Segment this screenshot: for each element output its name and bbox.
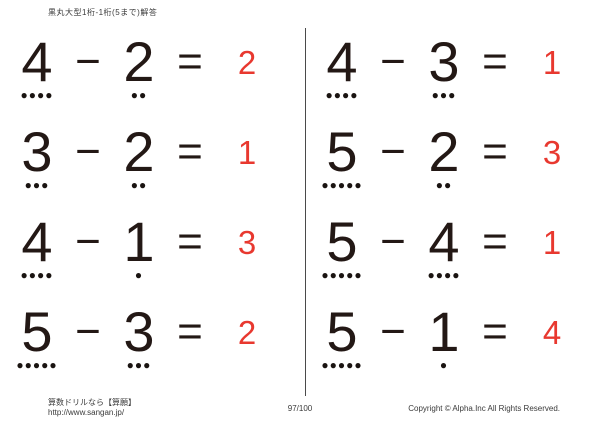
- subtrahend: 2 ●●: [421, 120, 467, 192]
- subtrahend: 3 ●●●: [421, 30, 467, 102]
- left-column: 4 ●●●● − 2 ●● = 2 3 ●●● − 2 ●● = 1: [0, 30, 300, 396]
- minuend: 5 ●●●●●: [319, 120, 365, 192]
- equals-sign: =: [177, 217, 203, 266]
- subtrahend-dots: ●●: [130, 88, 148, 102]
- footer-site-url: http://www.sangan.jp/: [48, 408, 125, 417]
- subtrahend-number: 3: [123, 300, 155, 363]
- minus-sign: −: [380, 37, 406, 86]
- subtrahend-number: 2: [123, 120, 155, 183]
- problem-row: 3 ●●● − 2 ●● = 1: [14, 120, 300, 216]
- answer-value: 3: [542, 134, 562, 171]
- minuend: 3 ●●●: [14, 120, 60, 192]
- minus-sign: −: [380, 307, 406, 356]
- subtrahend-number: 1: [123, 210, 155, 273]
- minus-sign: −: [75, 37, 101, 86]
- subtrahend-dots: ●●: [130, 178, 148, 192]
- minus-sign: −: [75, 217, 101, 266]
- subtrahend: 2 ●●: [116, 120, 162, 192]
- subtrahend-number: 3: [428, 30, 460, 93]
- minus-sign: −: [75, 307, 101, 356]
- answer-value: 2: [237, 44, 257, 81]
- subtrahend-dots: ●●●: [126, 358, 152, 372]
- minuend-dots: ●●●●: [20, 88, 54, 102]
- answer-value: 3: [237, 224, 257, 261]
- problem-row: 5 ●●●●● − 3 ●●● = 2: [14, 300, 300, 396]
- minuend-number: 4: [326, 30, 358, 93]
- problem-row: 4 ●●●● − 2 ●● = 2: [14, 30, 300, 126]
- subtrahend: 1 ●: [421, 300, 467, 372]
- subtrahend: 1 ●: [116, 210, 162, 282]
- minuend-dots: ●●●●●: [321, 268, 363, 282]
- minuend: 4 ●●●●: [14, 30, 60, 102]
- problem-row: 4 ●●●● − 3 ●●● = 1: [319, 30, 600, 126]
- minuend-dots: ●●●●●: [16, 358, 58, 372]
- minuend-dots: ●●●●: [20, 268, 54, 282]
- minuend-number: 5: [326, 120, 358, 183]
- minuend: 5 ●●●●●: [319, 300, 365, 372]
- minuend-number: 4: [21, 210, 53, 273]
- equals-sign: =: [482, 37, 508, 86]
- subtrahend-number: 4: [428, 210, 460, 273]
- subtrahend-number: 2: [123, 30, 155, 93]
- minuend: 4 ●●●●: [14, 210, 60, 282]
- subtrahend-dots: ●●: [435, 178, 453, 192]
- problem-row: 5 ●●●●● − 1 ● = 4: [319, 300, 600, 396]
- right-column: 4 ●●●● − 3 ●●● = 1 5 ●●●●● − 2 ●● = 3: [300, 30, 600, 396]
- minuend-dots: ●●●●●: [321, 358, 363, 372]
- answer-value: 1: [237, 134, 257, 171]
- page-number: 97/100: [287, 404, 313, 413]
- subtrahend: 4 ●●●●: [421, 210, 467, 282]
- subtrahend-number: 1: [428, 300, 460, 363]
- subtrahend-dots: ●●●●: [427, 268, 461, 282]
- minuend-dots: ●●●: [24, 178, 50, 192]
- footer-site-info: 算数ドリルなら【算願】 http://www.sangan.jp/: [48, 398, 136, 418]
- minus-sign: −: [380, 217, 406, 266]
- equals-sign: =: [177, 307, 203, 356]
- minuend-number: 5: [326, 210, 358, 273]
- subtrahend-dots: ●●●: [431, 88, 457, 102]
- problem-row: 5 ●●●●● − 2 ●● = 3: [319, 120, 600, 216]
- equals-sign: =: [177, 37, 203, 86]
- page-title: 黒丸大型1桁-1桁(5まで)解答: [48, 8, 158, 17]
- subtrahend-number: 2: [428, 120, 460, 183]
- footer-site-name: 算数ドリルなら【算願】: [48, 398, 136, 407]
- subtrahend-dots: ●: [134, 268, 144, 282]
- problems-area: 4 ●●●● − 2 ●● = 2 3 ●●● − 2 ●● = 1: [0, 30, 600, 396]
- minuend-dots: ●●●●: [325, 88, 359, 102]
- minuend-number: 5: [21, 300, 53, 363]
- equals-sign: =: [177, 127, 203, 176]
- minus-sign: −: [380, 127, 406, 176]
- copyright-notice: Copyright © Alpha.Inc All Rights Reserve…: [408, 404, 560, 413]
- page-footer: 算数ドリルなら【算願】 http://www.sangan.jp/ 97/100…: [0, 395, 600, 419]
- column-divider: [305, 28, 306, 396]
- answer-value: 1: [542, 224, 562, 261]
- answer-value: 1: [542, 44, 562, 81]
- subtrahend: 2 ●●: [116, 30, 162, 102]
- equals-sign: =: [482, 127, 508, 176]
- answer-value: 2: [237, 314, 257, 351]
- problem-row: 4 ●●●● − 1 ● = 3: [14, 210, 300, 306]
- minuend-dots: ●●●●●: [321, 178, 363, 192]
- minuend: 5 ●●●●●: [14, 300, 60, 372]
- minus-sign: −: [75, 127, 101, 176]
- answer-value: 4: [542, 314, 562, 351]
- subtrahend: 3 ●●●: [116, 300, 162, 372]
- minuend-number: 5: [326, 300, 358, 363]
- subtrahend-dots: ●: [439, 358, 449, 372]
- minuend-number: 4: [21, 30, 53, 93]
- minuend: 4 ●●●●: [319, 30, 365, 102]
- minuend: 5 ●●●●●: [319, 210, 365, 282]
- problem-row: 5 ●●●●● − 4 ●●●● = 1: [319, 210, 600, 306]
- minuend-number: 3: [21, 120, 53, 183]
- equals-sign: =: [482, 307, 508, 356]
- equals-sign: =: [482, 217, 508, 266]
